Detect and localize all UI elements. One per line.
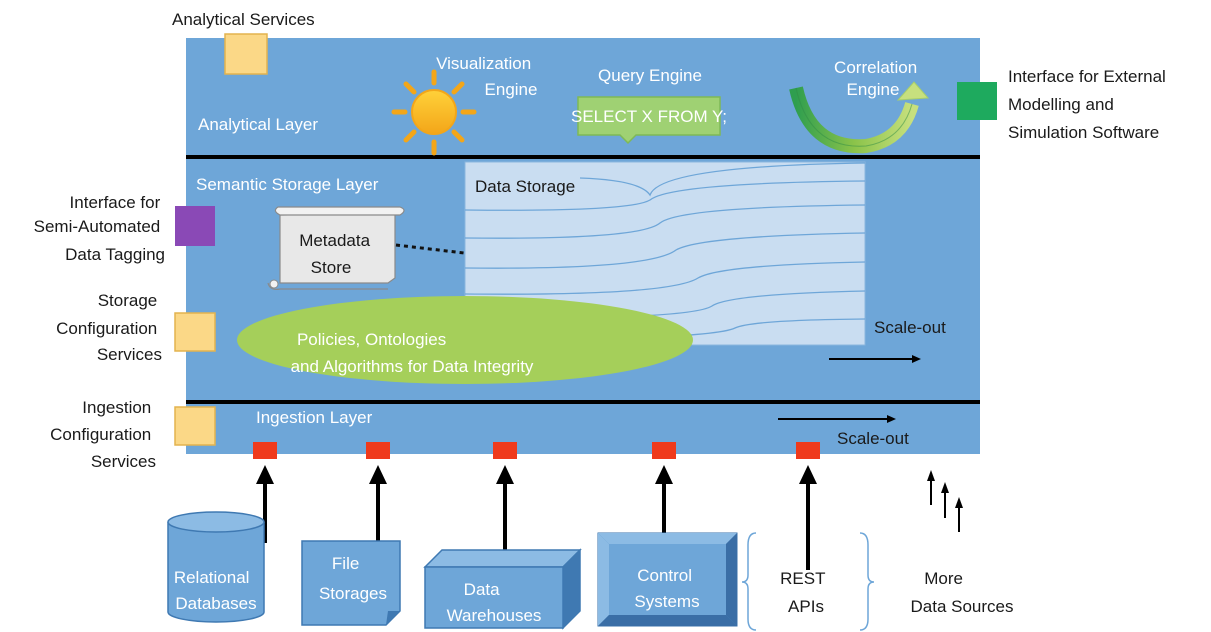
data-storage-label: Data Storage	[475, 177, 575, 196]
ingestion-config-label: Ingestion Configuration Services	[50, 398, 156, 471]
ingestion-port	[652, 442, 676, 459]
semantic-layer-label: Semantic Storage Layer	[196, 175, 379, 194]
data-warehouses-label: Data Warehouses	[447, 580, 542, 625]
external-interface-box	[957, 82, 997, 120]
metadata-link	[395, 243, 465, 255]
rest-braces-icon	[741, 532, 875, 631]
query-engine-label: Query Engine	[598, 66, 702, 85]
scale-out-storage-label: Scale-out	[874, 318, 946, 337]
analytical-services-box	[224, 33, 268, 75]
rest-apis-label: REST APIs	[780, 569, 830, 616]
storage-config-label: Storage Configuration Services	[56, 291, 162, 364]
analytical-layer-label: Analytical Layer	[198, 115, 318, 134]
scale-out-ingestion-label: Scale-out	[837, 429, 909, 448]
correlation-arrow-icon	[789, 81, 930, 154]
correlation-engine-label: Correlation Engine	[834, 58, 922, 99]
more-sources-arrows	[927, 470, 963, 532]
query-text: SELECT X FROM Y;	[571, 107, 727, 126]
file-storages-label: File Storages	[319, 554, 387, 603]
data-warehouse-cube-icon	[423, 548, 582, 630]
metadata-store-label: Metadata Store	[299, 231, 375, 277]
ingestion-port	[253, 442, 277, 459]
metadata-store-scroll	[267, 206, 405, 290]
relational-databases-label: Relational Databases	[174, 568, 257, 613]
storage-config-box	[174, 312, 216, 352]
policies-label: Policies, Ontologies and Algorithms for …	[291, 330, 534, 376]
query-bubble	[577, 96, 721, 145]
source-arrows	[256, 465, 817, 570]
ingestion-layer-label: Ingestion Layer	[256, 408, 373, 427]
tagging-interface-box	[175, 206, 215, 246]
external-interface-label: Interface for External Modelling and Sim…	[1008, 67, 1171, 142]
more-sources-label: More Data Sources	[911, 569, 1014, 616]
file-storage-fold	[386, 611, 400, 625]
control-systems-label: Control Systems	[634, 566, 699, 611]
policies-ellipse	[237, 296, 693, 384]
ingestion-config-box	[174, 406, 216, 446]
scale-out-ingestion-arrow	[778, 415, 896, 423]
ingestion-port	[796, 442, 820, 459]
control-systems-icon	[597, 532, 738, 627]
visualization-engine-label: Visualization Engine	[436, 54, 537, 99]
database-cylinder-icon	[167, 511, 265, 623]
sun-icon	[391, 69, 477, 156]
ingestion-port	[493, 442, 517, 459]
analytical-services-label: Analytical Services	[172, 10, 315, 29]
scale-out-storage-arrow	[829, 355, 921, 363]
ingestion-port	[366, 442, 390, 459]
tagging-interface-label: Interface for Semi-Automated Data Taggin…	[34, 193, 165, 264]
